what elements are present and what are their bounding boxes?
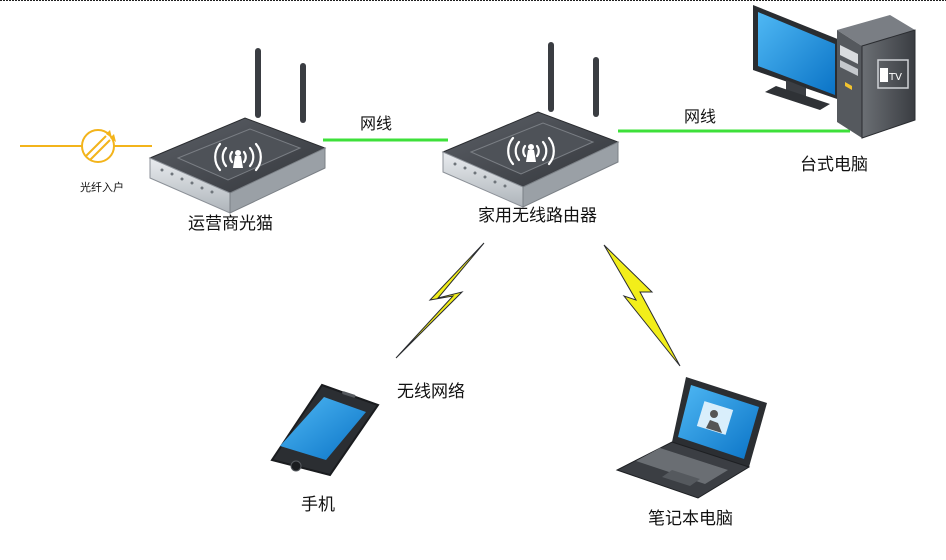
wireless-lightning-right (603, 244, 681, 367)
wireless-lightning-left (395, 242, 485, 359)
modem-label: 运营商光猫 (188, 214, 273, 234)
fiber-in-label: 光纤入户 (80, 180, 124, 194)
desktop-label: 台式电脑 (800, 155, 868, 175)
laptop-icon (615, 377, 767, 499)
phone-label: 手机 (301, 495, 335, 515)
desktop-computer-icon: TV (753, 5, 916, 139)
modem-device-icon (148, 46, 327, 215)
cable-right-label: 网线 (684, 107, 716, 126)
cable-left-label: 网线 (360, 114, 392, 133)
fiber-connector-icon (81, 129, 116, 163)
router-label: 家用无线路由器 (478, 206, 597, 226)
monitor-logo-text: TV (888, 72, 902, 83)
phone-icon (270, 383, 380, 477)
wireless-label: 无线网络 (397, 382, 465, 402)
router-device-icon (441, 40, 620, 209)
laptop-label: 笔记本电脑 (648, 509, 733, 529)
